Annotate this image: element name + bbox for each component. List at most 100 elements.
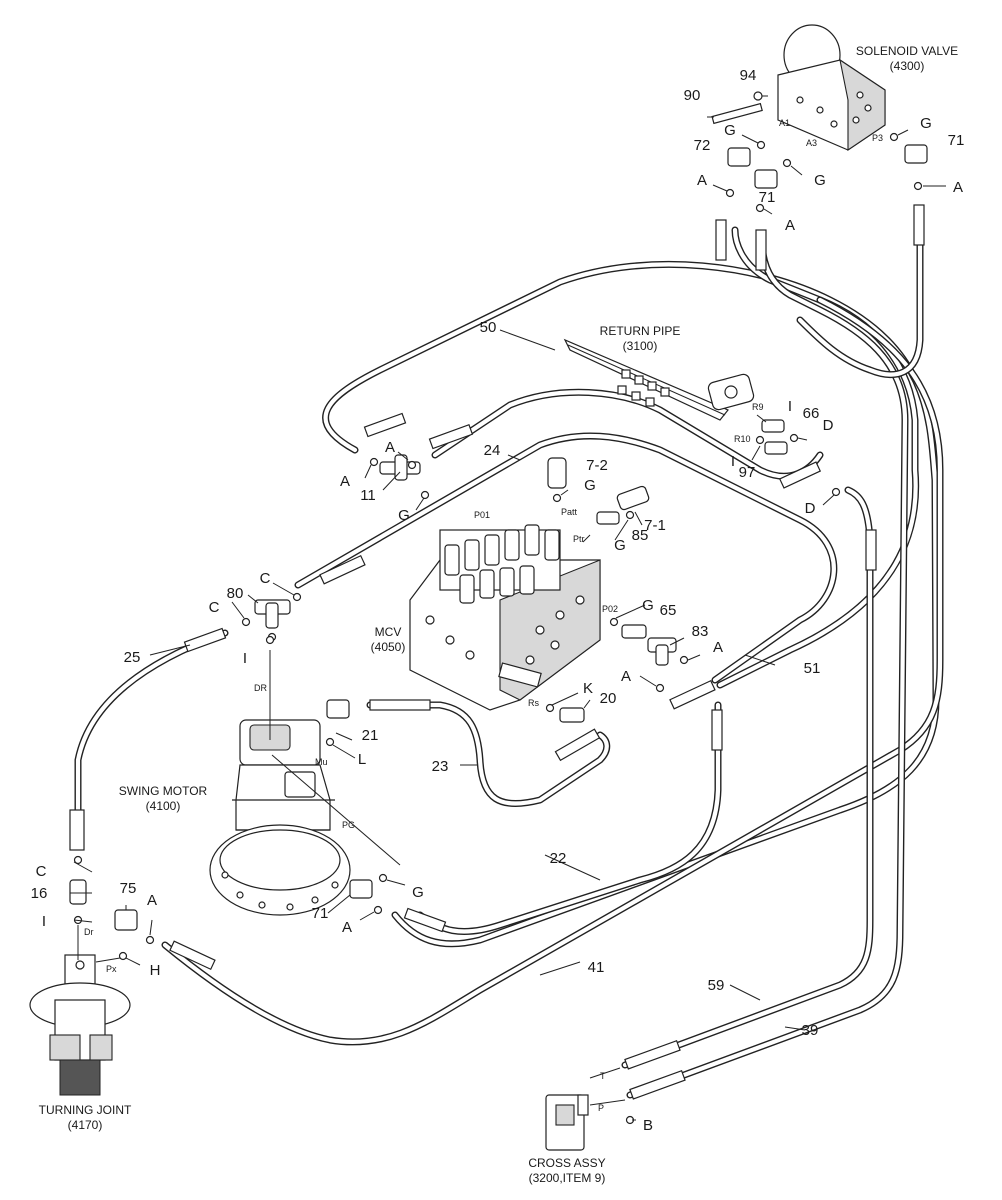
cross-assy-label: CROSS ASSY [528,1156,605,1170]
hose-ferrule [69,809,85,851]
part-label-90: 90 [684,87,701,104]
part-label-80: 80 [227,585,244,602]
seal-a-9: A [342,919,352,936]
hose-label-23: 23 [432,758,449,775]
solenoid-valve-ref: (4300) [890,59,925,73]
part-label-20: 20 [600,690,617,707]
adapter-20 [559,707,585,723]
part-label-71-lower: 71 [759,189,776,206]
port-patt: Patt [561,507,578,517]
hose-ferrule [778,461,822,489]
elbow-fitting [727,147,751,167]
return-pipe-ref: (3100) [623,339,658,353]
o-ring [755,203,765,213]
o-ring [292,592,302,602]
hose-ferrule [755,229,767,271]
part-label-72: 72 [694,137,711,154]
part-label-85: 85 [632,527,649,544]
leader-lines [70,95,946,1121]
turning-joint-label: TURNING JOINT [39,1103,132,1117]
return-pipe-label: RETURN PIPE [600,324,681,338]
seal-h: H [150,962,161,979]
hose-label-59: 59 [708,977,725,994]
hose-ferrule [428,424,474,450]
hose-ferrule [715,219,727,261]
seal-g-8: G [412,884,424,901]
port-rs: Rs [528,698,539,708]
part-label-97: 97 [739,464,756,481]
seal-g-3: G [814,172,826,189]
o-ring [782,158,792,168]
o-ring [373,905,383,915]
o-ring [325,737,335,747]
adapter-85 [596,511,620,525]
o-ring [73,855,83,865]
seal-g-7: G [642,597,654,614]
fittings [69,91,928,1125]
seal-a-4: A [385,439,395,456]
seal-k: K [583,680,593,697]
mcv-label: MCV [375,625,402,639]
port-dr-joint: Dr [84,927,94,937]
o-ring [789,433,799,443]
mcv-valve [409,524,601,711]
part-label-7-1: 7-1 [644,517,666,534]
hose-label-25: 25 [124,649,141,666]
part-label-66: 66 [803,405,820,422]
o-ring [241,617,251,627]
o-ring [545,703,555,713]
port-r10: R10 [734,434,751,444]
o-ring [655,683,665,693]
solenoid-valve [777,24,886,152]
port-mu: Mu [315,757,328,767]
elbow-21 [326,699,350,719]
turning-joint [29,954,131,1096]
part-label-83: 83 [692,623,709,640]
o-ring [913,181,923,191]
hose-ferrule [169,940,216,971]
part-label-21: 21 [362,727,379,744]
hose-ferrule [624,1039,681,1070]
seal-d-2: D [805,500,816,517]
o-ring [265,635,275,645]
hose-label-22: 22 [550,850,567,867]
seal-a-1: A [697,172,707,189]
o-ring [118,951,128,961]
cross-assy-ref: (3200,ITEM 9) [529,1171,606,1185]
part-label-11: 11 [360,487,376,504]
seal-d-1: D [823,417,834,434]
o-ring [552,493,562,503]
elbow-71 [349,879,373,899]
mcv-ref: (4050) [371,640,406,654]
port-px: Px [106,964,117,974]
seal-g-5: G [398,507,410,524]
o-ring [369,457,379,467]
seal-a-6: A [713,639,723,656]
hose-ferrule [403,907,447,933]
seal-c-2: C [209,599,220,616]
hose-22 [416,701,722,935]
elbow-fitting [904,144,928,164]
port-dr: DR [254,683,267,693]
seal-a-3: A [785,217,795,234]
hose-ferrule [554,728,601,762]
part-label-94: 94 [740,67,757,84]
port-pg: PG [342,820,355,830]
adapter-16 [69,879,87,905]
elbow-fitting [754,169,778,189]
seal-i-1: I [788,398,792,415]
solenoid-valve-label: SOLENOID VALVE [856,44,958,58]
seal-b: B [643,1117,653,1134]
hose-ferrule [629,1069,686,1100]
seal-g-4: G [584,477,596,494]
port-a1: A1 [779,118,790,128]
seal-letter-labels: G G G G G G G G A A A A A A A A A C C C … [36,115,963,1134]
pressure-switch-7-1 [616,485,650,511]
port-p02: P02 [602,604,618,614]
o-ring [889,132,899,142]
turning-joint-ref: (4170) [68,1118,103,1132]
cross-assy [545,1094,589,1151]
hose-ferrule [913,204,925,246]
hose-ferrule [669,679,716,710]
seal-g-1: G [724,122,736,139]
